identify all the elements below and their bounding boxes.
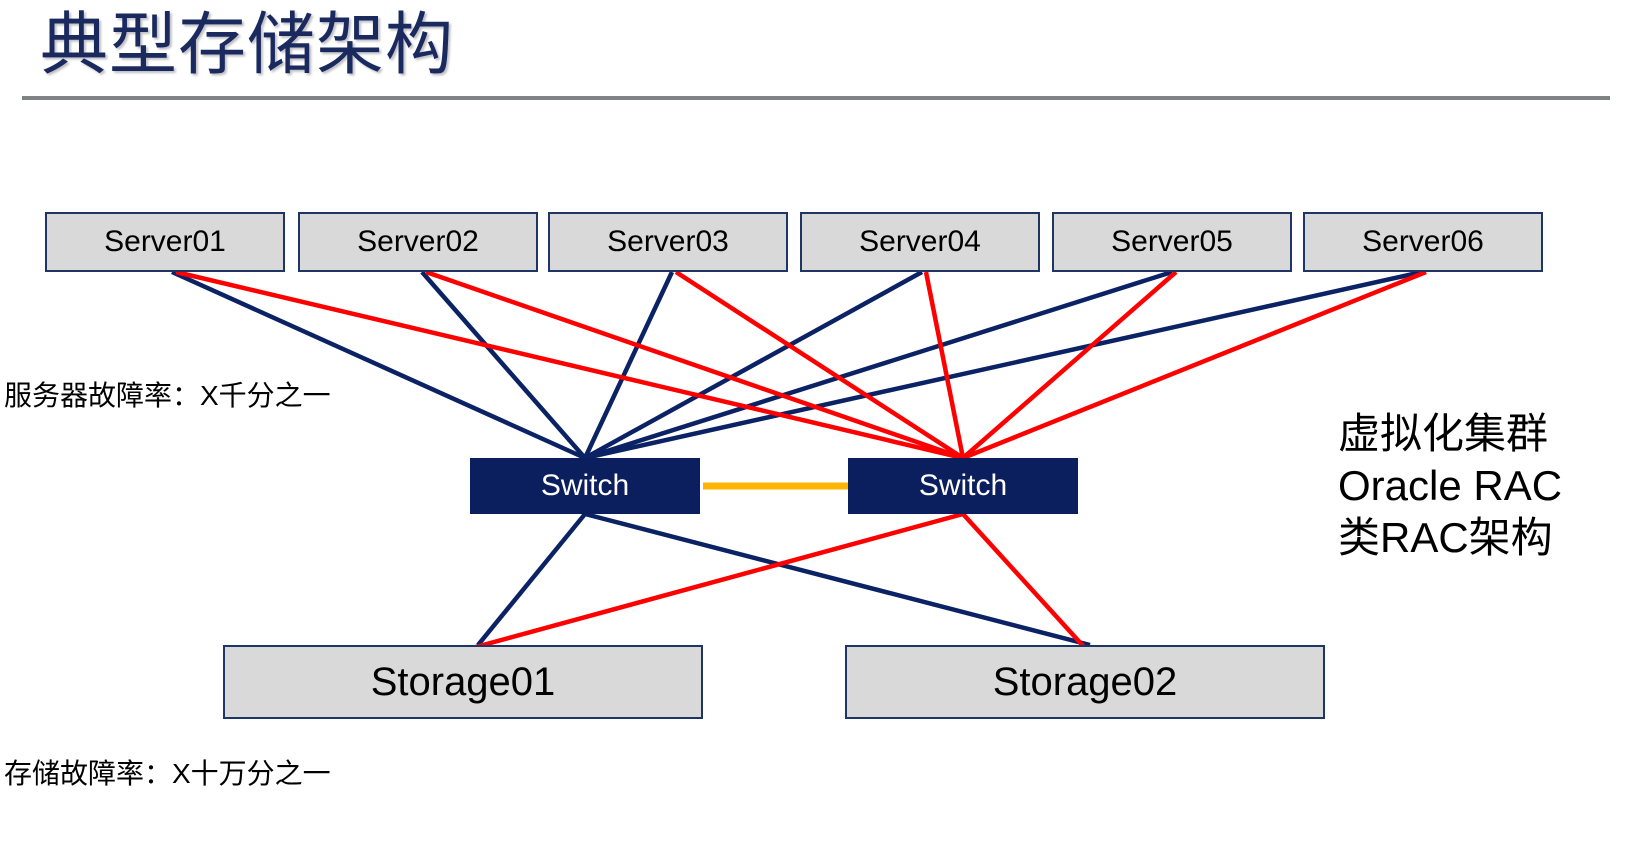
link-server02-to-switch-b — [425, 269, 964, 461]
node-storage-02[interactable]: Storage02 — [845, 645, 1325, 719]
link-server06-to-switch-a — [584, 269, 1423, 461]
link-server05-to-switch-a — [584, 269, 1173, 461]
link-server03-to-switch-b — [674, 270, 965, 460]
node-label: Storage01 — [370, 659, 556, 704]
node-server-06[interactable]: Server06 — [1303, 212, 1543, 272]
link-switch-a-to-storage01 — [476, 512, 587, 647]
node-server-02[interactable]: Server02 — [298, 212, 538, 272]
node-label: Server03 — [607, 225, 729, 258]
annotation-storage-failure-rate: 存储故障率：X十万分之一 — [4, 758, 331, 789]
link-switch-b-to-storage02 — [961, 512, 1087, 650]
title-divider — [22, 96, 1610, 100]
cluster-line-2: Oracle RAC — [1338, 462, 1563, 509]
node-storage-01[interactable]: Storage01 — [223, 645, 703, 719]
link-switch-a-to-storage02 — [584, 511, 1091, 648]
link-server04-to-switch-a — [583, 270, 924, 460]
node-label: Switch — [540, 469, 630, 502]
link-switch-b-to-storage01 — [471, 511, 964, 651]
annotation-server-failure-rate: 服务器故障率：X千分之一 — [4, 380, 331, 411]
cluster-line-1: 虚拟化集群 — [1338, 410, 1549, 457]
page-title: 典型存储架构 — [40, 7, 455, 83]
link-server01-to-switch-a — [171, 269, 586, 461]
link-server01-to-switch-b — [175, 269, 964, 461]
node-label: Server05 — [1111, 225, 1233, 258]
link-server03-to-switch-a — [582, 271, 675, 459]
link-group — [171, 269, 1427, 651]
node-switch-b[interactable]: Switch — [848, 458, 1078, 514]
node-server-03[interactable]: Server03 — [548, 212, 788, 272]
link-server05-to-switch-b — [961, 270, 1178, 460]
cluster-line-3: 类RAC架构 — [1338, 514, 1553, 561]
node-label: Storage02 — [992, 659, 1178, 704]
node-switch-a[interactable]: Switch — [470, 458, 700, 514]
node-label: Server01 — [104, 225, 226, 258]
annotation-cluster-types: 虚拟化集群 Oracle RAC 类RAC架构 — [1338, 408, 1562, 564]
node-server-04[interactable]: Server04 — [800, 212, 1040, 272]
node-label: Server06 — [1362, 225, 1484, 258]
node-server-01[interactable]: Server01 — [45, 212, 285, 272]
link-server06-to-switch-b — [962, 269, 1427, 461]
link-server04-to-switch-b — [923, 271, 966, 459]
node-label: Server04 — [859, 225, 981, 258]
link-server02-to-switch-a — [420, 270, 587, 460]
node-label: Server02 — [357, 225, 479, 258]
node-label: Switch — [918, 469, 1008, 502]
node-server-05[interactable]: Server05 — [1052, 212, 1292, 272]
